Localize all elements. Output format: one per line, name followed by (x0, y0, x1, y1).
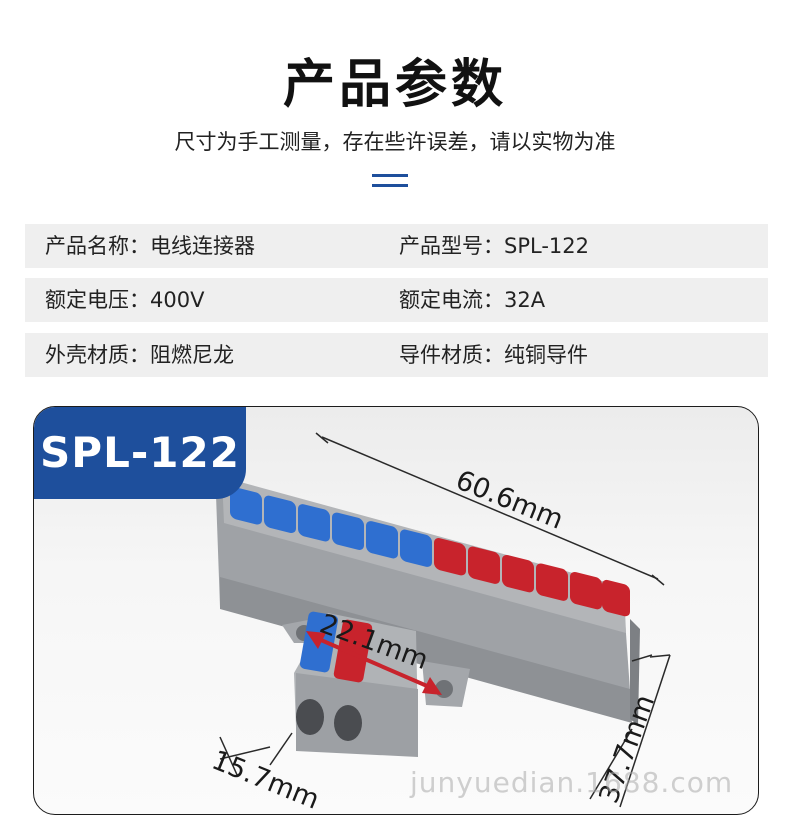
measurement-arrow (306, 631, 442, 695)
dimension-lines (219, 432, 671, 808)
dimension-bottom-label: 15.7mm (207, 745, 323, 814)
spec-rated-current: 额定电流：32A (399, 288, 546, 312)
dimension-length-label: 60.6mm (451, 465, 567, 536)
wire-port-right (334, 705, 362, 741)
input-lever-red (333, 619, 373, 683)
lever-row (230, 487, 630, 617)
spec-conductor-material: 导件材质：纯铜导件 (399, 343, 588, 367)
model-badge (34, 407, 246, 499)
spec-shell-material: 外壳材质：阻燃尼龙 (45, 343, 234, 367)
spec-row-2: 额定电压：400V 额定电流：32A (25, 278, 768, 322)
product-image-panel: 60.6mm 22.1mm 15.7mm 37.7mm SPL-122 (33, 406, 759, 815)
spec-row-3: 外壳材质：阻燃尼龙 导件材质：纯铜导件 (25, 333, 768, 377)
spec-product-name: 产品名称：电线连接器 (45, 234, 255, 258)
model-badge-text: SPL-122 (40, 428, 240, 477)
watermark-text: junyuedian.1688.com (410, 766, 734, 799)
page-title: 产品参数 (282, 55, 507, 115)
wire-port-left (296, 699, 324, 735)
title-underline-top (372, 174, 408, 177)
page-subtitle: 尺寸为手工测量，存在些许误差，请以实物为准 (174, 130, 616, 154)
spec-row-1: 产品名称：电线连接器 产品型号：SPL-122 (25, 224, 768, 268)
spec-product-model: 产品型号：SPL-122 (399, 234, 589, 258)
title-underline-bottom (372, 184, 408, 187)
connector-illustration: 60.6mm 22.1mm 15.7mm 37.7mm (207, 432, 671, 814)
spec-rated-voltage: 额定电压：400V (45, 288, 205, 312)
